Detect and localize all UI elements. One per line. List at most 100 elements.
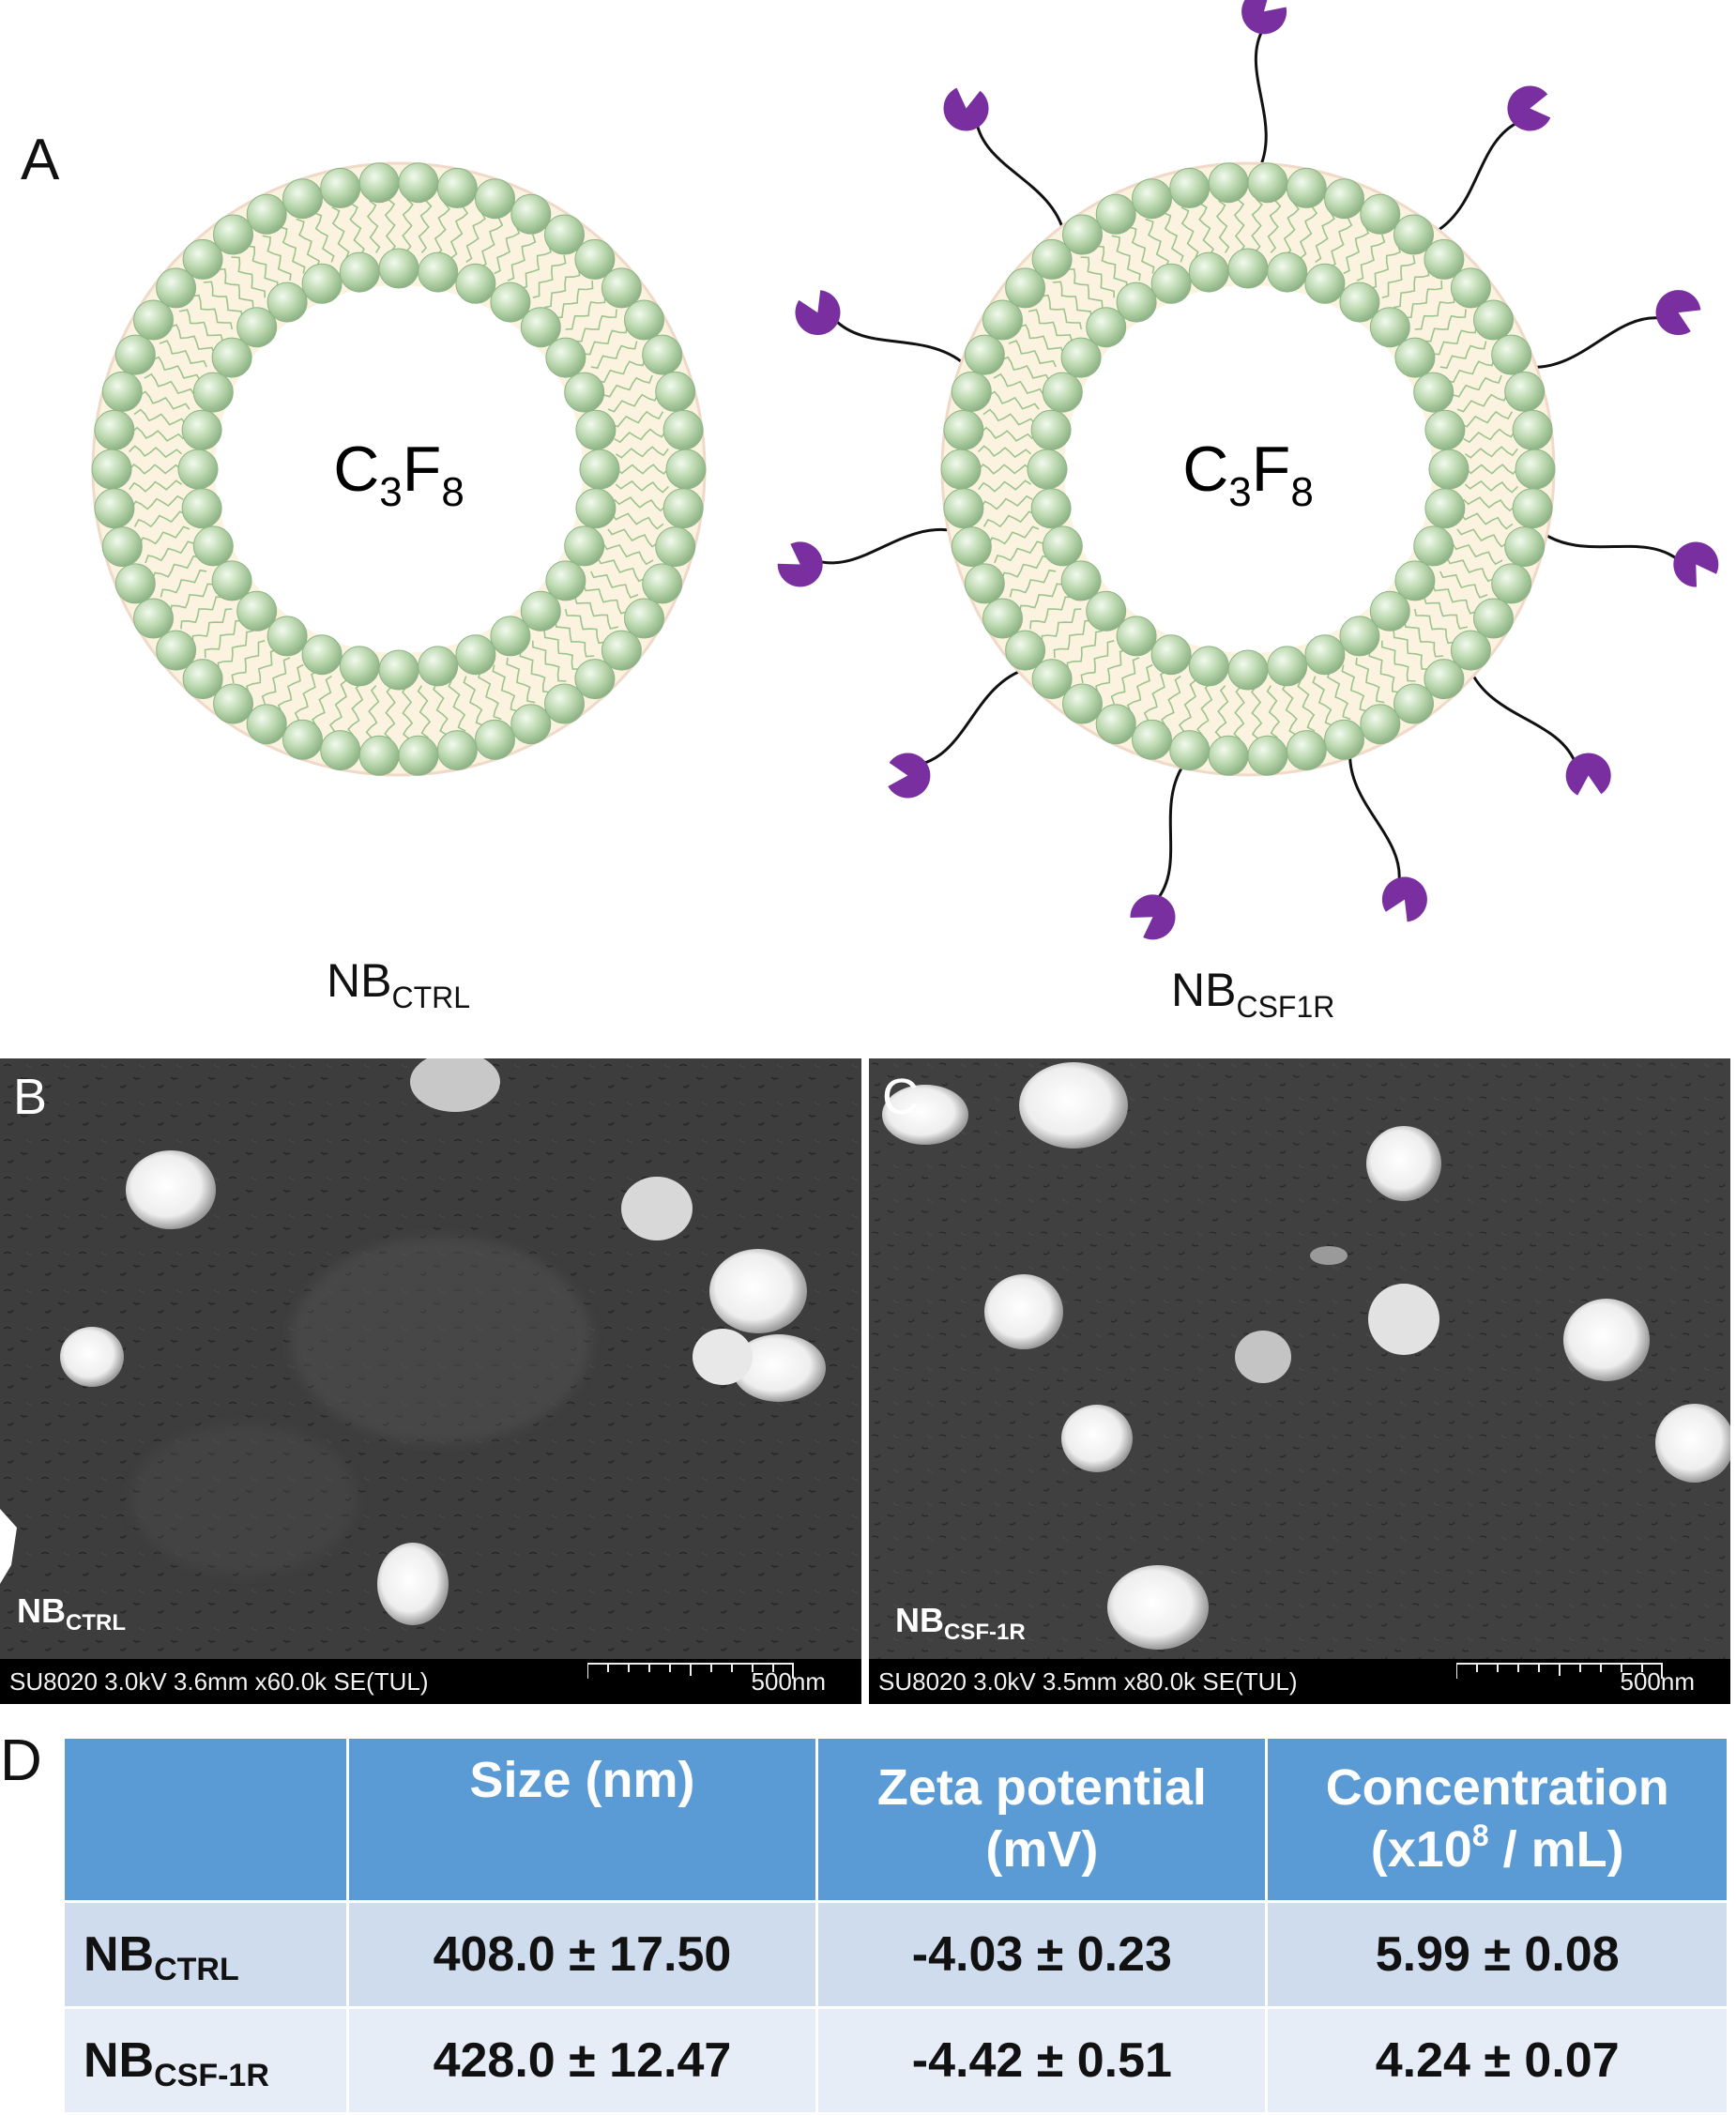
lipid-tail: [544, 266, 581, 309]
lipid-tail: [138, 525, 190, 546]
caption-csf1r-sub: CSF1R: [1236, 990, 1335, 1024]
lipid-tail: [999, 356, 1050, 381]
lipid-head: [1450, 630, 1491, 671]
lipid-head: [1027, 449, 1068, 490]
ligand-linker: [1528, 316, 1663, 369]
lipid-tail: [294, 670, 318, 721]
lipid-tail: [130, 426, 184, 442]
sem-tag-csf1r-sub: CSF-1R: [944, 1620, 1026, 1645]
cell-zeta-ctrl: -4.03 ± 0.23: [815, 1900, 1269, 2009]
lipid-head: [1512, 488, 1553, 529]
lipid-tail: [1460, 512, 1514, 530]
lipid-head: [1247, 162, 1288, 204]
lipid-tail: [246, 648, 278, 694]
lipid-tail: [506, 657, 536, 704]
lipid-tail: [987, 390, 1040, 410]
lipid-tail: [1095, 245, 1128, 289]
lipid-head: [951, 371, 992, 412]
table-header-row: Size (nm) Zeta potential (mV) Concentrat…: [62, 1736, 1729, 1903]
lipid-tail: [130, 495, 184, 510]
lipid-head: [475, 178, 515, 220]
lipid-tail: [1053, 619, 1092, 659]
table-row: NBCTRL 408.0 ± 17.50 -4.03 ± 0.23 5.99 ±…: [62, 1900, 1729, 2009]
lipid-head: [1042, 525, 1083, 567]
lipid-tail: [1369, 244, 1401, 290]
row-name-csf1r: NBCSF-1R: [62, 2006, 349, 2115]
lipid-tail: [1267, 199, 1282, 253]
lipid-head: [943, 488, 984, 529]
lipid-tail: [418, 199, 433, 253]
cell-conc-csf1r: 4.24 ± 0.07: [1265, 2006, 1729, 2115]
lipid-tail: [616, 464, 670, 475]
lipid-head: [181, 409, 222, 450]
lipid-tail: [1356, 234, 1386, 281]
lipid-head: [320, 167, 361, 208]
lipid-tail: [1439, 341, 1487, 370]
core-gas-label-ctrl: C3F8: [333, 434, 464, 515]
lipid-head: [1188, 646, 1229, 687]
lipid-tail: [312, 675, 332, 727]
lipid-tail: [133, 408, 187, 426]
lipid-tail: [1080, 256, 1115, 298]
lipid-head: [520, 307, 561, 348]
lipid-tail: [1233, 686, 1245, 740]
lipid-head: [1324, 178, 1364, 220]
lipid-head: [940, 449, 982, 490]
lipid-tail: [607, 528, 660, 548]
lipid-head: [1132, 719, 1172, 760]
lipid-head: [378, 248, 419, 289]
row-name-ctrl: NBCTRL: [62, 1900, 349, 2009]
table-row: NBCSF-1R 428.0 ± 12.47 -4.42 ± 0.51 4.24…: [62, 2006, 1729, 2115]
sem-image-csf1r: C NBCSF-1R SU8020 3.0kV 3.5mm x80.0k SE(…: [869, 1058, 1730, 1704]
sem-micrograph-csf1r: [869, 1058, 1730, 1659]
lipid-tail: [1266, 685, 1281, 738]
lipid-tail: [231, 640, 266, 684]
lipid-head: [1150, 263, 1192, 304]
lipid-head: [1188, 251, 1229, 293]
lipid-head: [579, 449, 620, 490]
ligand-linker: [1155, 760, 1188, 902]
lipid-tail: [417, 685, 432, 738]
lipid-tail: [180, 596, 223, 630]
lipid-tail: [1404, 620, 1444, 658]
lipid-head: [564, 372, 605, 413]
lipid-head: [624, 299, 664, 341]
lipid-head: [101, 371, 143, 412]
ligand-linker: [1348, 749, 1401, 884]
lipid-head: [246, 704, 287, 745]
lipid-head: [282, 719, 323, 760]
lipid-tail: [987, 525, 1040, 546]
lipid-tail: [384, 198, 397, 252]
header-conc-line2: (x108 / mL): [1370, 1818, 1624, 1878]
lipid-head: [1473, 299, 1514, 341]
ligand-linker: [975, 121, 1066, 235]
lipid-head: [182, 659, 223, 700]
lipid-head: [177, 449, 219, 490]
lipid-tail: [1465, 464, 1519, 475]
lipid-head: [1424, 409, 1466, 450]
lipid-tail: [1463, 428, 1516, 444]
lipid-head: [192, 525, 234, 567]
lipid-head: [655, 371, 696, 412]
lipid-head: [1005, 267, 1046, 309]
lipid-tail: [190, 294, 234, 330]
lipid-head: [544, 214, 585, 255]
lipid-tail: [1178, 679, 1197, 733]
lipid-tail: [217, 268, 254, 308]
header-size-label: Size (nm): [469, 1752, 695, 1808]
lipid-tail: [597, 358, 647, 384]
lipid-tail: [980, 426, 1033, 442]
lipid-tail: [1041, 608, 1082, 645]
lipid-tail: [994, 540, 1044, 564]
lipid-heads-csf1r: [940, 162, 1556, 776]
lipid-tail: [1017, 324, 1065, 355]
lipid-head: [320, 730, 361, 771]
lipid-head: [1060, 337, 1102, 378]
lipid-tail: [246, 245, 279, 289]
lipid-tail: [1424, 309, 1467, 342]
lipid-tail: [1126, 663, 1153, 713]
lipid-tail: [1161, 675, 1181, 727]
lipid-head: [1424, 488, 1466, 529]
lipid-tail: [1000, 555, 1050, 581]
lipid-head: [1339, 616, 1380, 657]
